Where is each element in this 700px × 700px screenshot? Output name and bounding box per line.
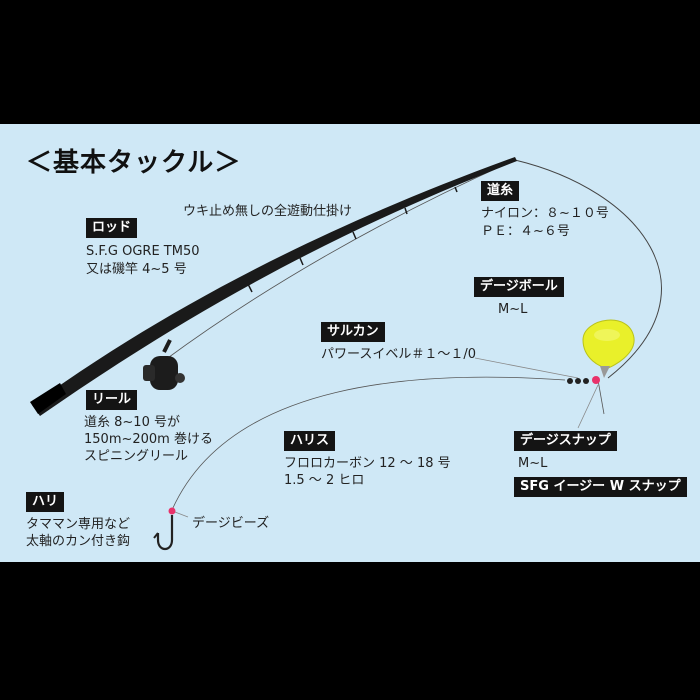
float-line: [597, 379, 605, 415]
rod-grip: [30, 383, 66, 414]
snap-size: M~L: [518, 456, 548, 471]
page-title: ＜基本タックル＞: [26, 148, 242, 178]
swivel-desc: パワースイベル＃１～１/0: [321, 347, 477, 362]
reel-line3: スピニングリール: [84, 449, 189, 464]
reel-line1: 道糸 8~10 号が: [84, 415, 180, 430]
hook: [153, 507, 176, 551]
top-black-band: [0, 0, 700, 124]
float-ball: [582, 319, 635, 378]
rod-line1: S.F.G OGRE TM50: [86, 244, 200, 259]
snap-product-tag: SFG イージー W スナップ: [514, 477, 687, 497]
float-size: M~L: [498, 302, 528, 317]
reel-line2: 150m~200m 巻ける: [84, 432, 213, 447]
hook-line1: タママン専用など: [26, 517, 131, 532]
rod-line2: 又は磯竿 4~5 号: [86, 262, 187, 277]
leader-line2: 1.5 ～ 2 ヒロ: [284, 473, 365, 488]
reel-tag: リール: [86, 390, 138, 410]
beads-label: デージビーズ: [192, 516, 270, 531]
leader-line1: フロロカーボン 12 ～ 18 号: [284, 456, 451, 471]
main-line-line1: ナイロン：８~１０号: [481, 206, 609, 221]
bead-pink: [592, 376, 600, 384]
float-tag: デージボール: [474, 277, 564, 297]
leader-tag: ハリス: [284, 431, 336, 451]
hook-line2: 太軸のカン付き鈎: [26, 534, 131, 549]
main-line: [514, 159, 662, 379]
rod-tag: ロッド: [86, 218, 138, 238]
main-line-line2: ＰＥ：４~６号: [481, 224, 570, 239]
spinning-reel: [143, 339, 185, 390]
swivel: [567, 378, 589, 384]
rig-caption: ウキ止め無しの全遊動仕掛け: [183, 204, 353, 219]
swivel-tag: サルカン: [321, 322, 385, 342]
bottom-black-band: [0, 562, 700, 700]
hook-tag: ハリ: [26, 492, 65, 512]
snap-tag: デージスナップ: [514, 431, 617, 451]
main-line-tag: 道糸: [481, 181, 520, 201]
rod-guides: [247, 186, 458, 293]
leader-line: [171, 376, 566, 511]
reel-line: [164, 159, 516, 361]
